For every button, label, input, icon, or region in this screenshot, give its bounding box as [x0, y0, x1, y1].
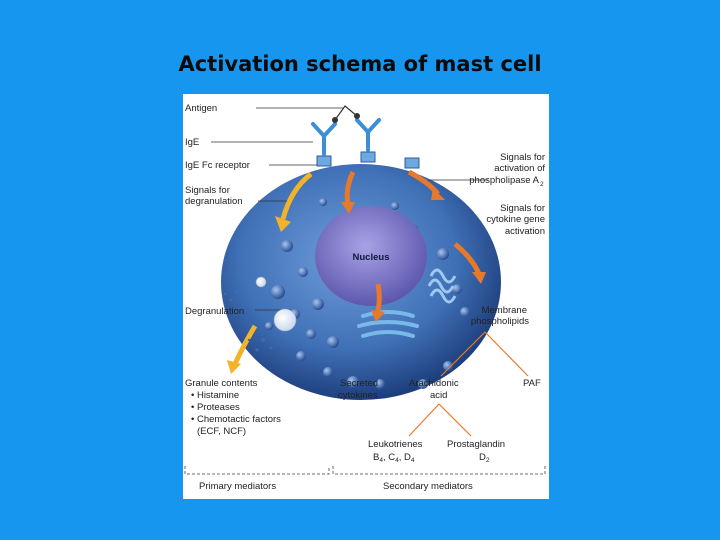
- label-ige-fc-receptor: IgE Fc receptor: [185, 160, 250, 171]
- label-histamine: • Histamine: [191, 390, 239, 401]
- label-signals-pla2-2: activation of: [494, 163, 545, 174]
- label-signals-cytokine-1: Signals for: [500, 203, 545, 214]
- label-arachidonic-2: acid: [430, 390, 447, 401]
- label-signals-cytokine-3: activation: [505, 226, 545, 237]
- label-signals-degranulation-2: degranulation: [185, 196, 243, 207]
- label-chemotactic-1: • Chemotactic factors: [191, 414, 281, 425]
- mediator-brackets: [184, 466, 546, 475]
- arrow-nucleus: [344, 170, 356, 205]
- label-signals-degranulation-1: Signals for: [185, 185, 230, 196]
- left-labels: Antigen IgE IgE Fc receptor Signals for …: [185, 103, 250, 317]
- arrow-secreted-cytokines: [374, 283, 382, 315]
- label-arachidonic-1: Arachidonic: [409, 378, 459, 389]
- ige-antibodies: [311, 118, 381, 156]
- golgi-apparatus: [357, 310, 419, 338]
- degranulation-vesicles: [223, 276, 297, 352]
- label-leukotrienes-1: Leukotrienes: [368, 439, 423, 450]
- slide-title: Activation schema of mast cell: [178, 52, 542, 76]
- label-degranulation: Degranulation: [185, 306, 244, 317]
- nucleus-label: Nucleus: [353, 252, 390, 263]
- label-proteases: • Proteases: [191, 402, 240, 413]
- label-primary-mediators: Primary mediators: [199, 481, 276, 492]
- pathway-lines: [408, 331, 529, 437]
- endoplasmic-reticulum: [427, 268, 457, 304]
- ige-receptors: [316, 151, 420, 169]
- signal-arrows: [227, 169, 486, 374]
- arrow-degranulation: [280, 172, 313, 220]
- label-secreted-2: cytokines: [338, 390, 378, 401]
- arrow-granule-release: [232, 324, 258, 366]
- nucleus: Nucleus: [315, 206, 427, 306]
- label-chemotactic-2: (ECF, NCF): [197, 426, 246, 437]
- label-antigen: Antigen: [185, 103, 217, 114]
- label-leukotrienes-2: B4, C4, D4: [373, 452, 415, 464]
- label-signals-cytokine-2: cytokine gene: [486, 214, 545, 225]
- label-signals-pla2-1: Signals for: [500, 152, 545, 163]
- antigen-molecules: [332, 105, 360, 123]
- label-signals-pla2-3: phospholipase A: [469, 175, 539, 186]
- label-granule-contents: Granule contents: [185, 378, 258, 389]
- leader-lines: [211, 107, 488, 311]
- label-prostaglandin-2: D2: [479, 452, 490, 464]
- diagram-canvas: Nucleus: [184, 103, 546, 492]
- label-paf: PAF: [523, 378, 541, 389]
- label-secondary-mediators: Secondary mediators: [383, 481, 473, 492]
- arrow-cytokine-gene: [453, 242, 482, 275]
- mast-cell-diagram: Nucleus: [183, 94, 549, 499]
- right-labels: Signals for activation of phospholipase …: [469, 152, 545, 327]
- label-signals-pla2-sub: 2: [540, 181, 544, 188]
- label-ige: IgE: [185, 137, 199, 148]
- label-membrane-2: phospholipids: [471, 316, 529, 327]
- label-prostaglandin-1: Prostaglandin: [447, 439, 505, 450]
- label-secreted-1: Secreted: [340, 378, 378, 389]
- bottom-labels: Granule contents • Histamine • Proteases…: [185, 378, 541, 492]
- label-membrane-1: Membrane: [482, 305, 527, 316]
